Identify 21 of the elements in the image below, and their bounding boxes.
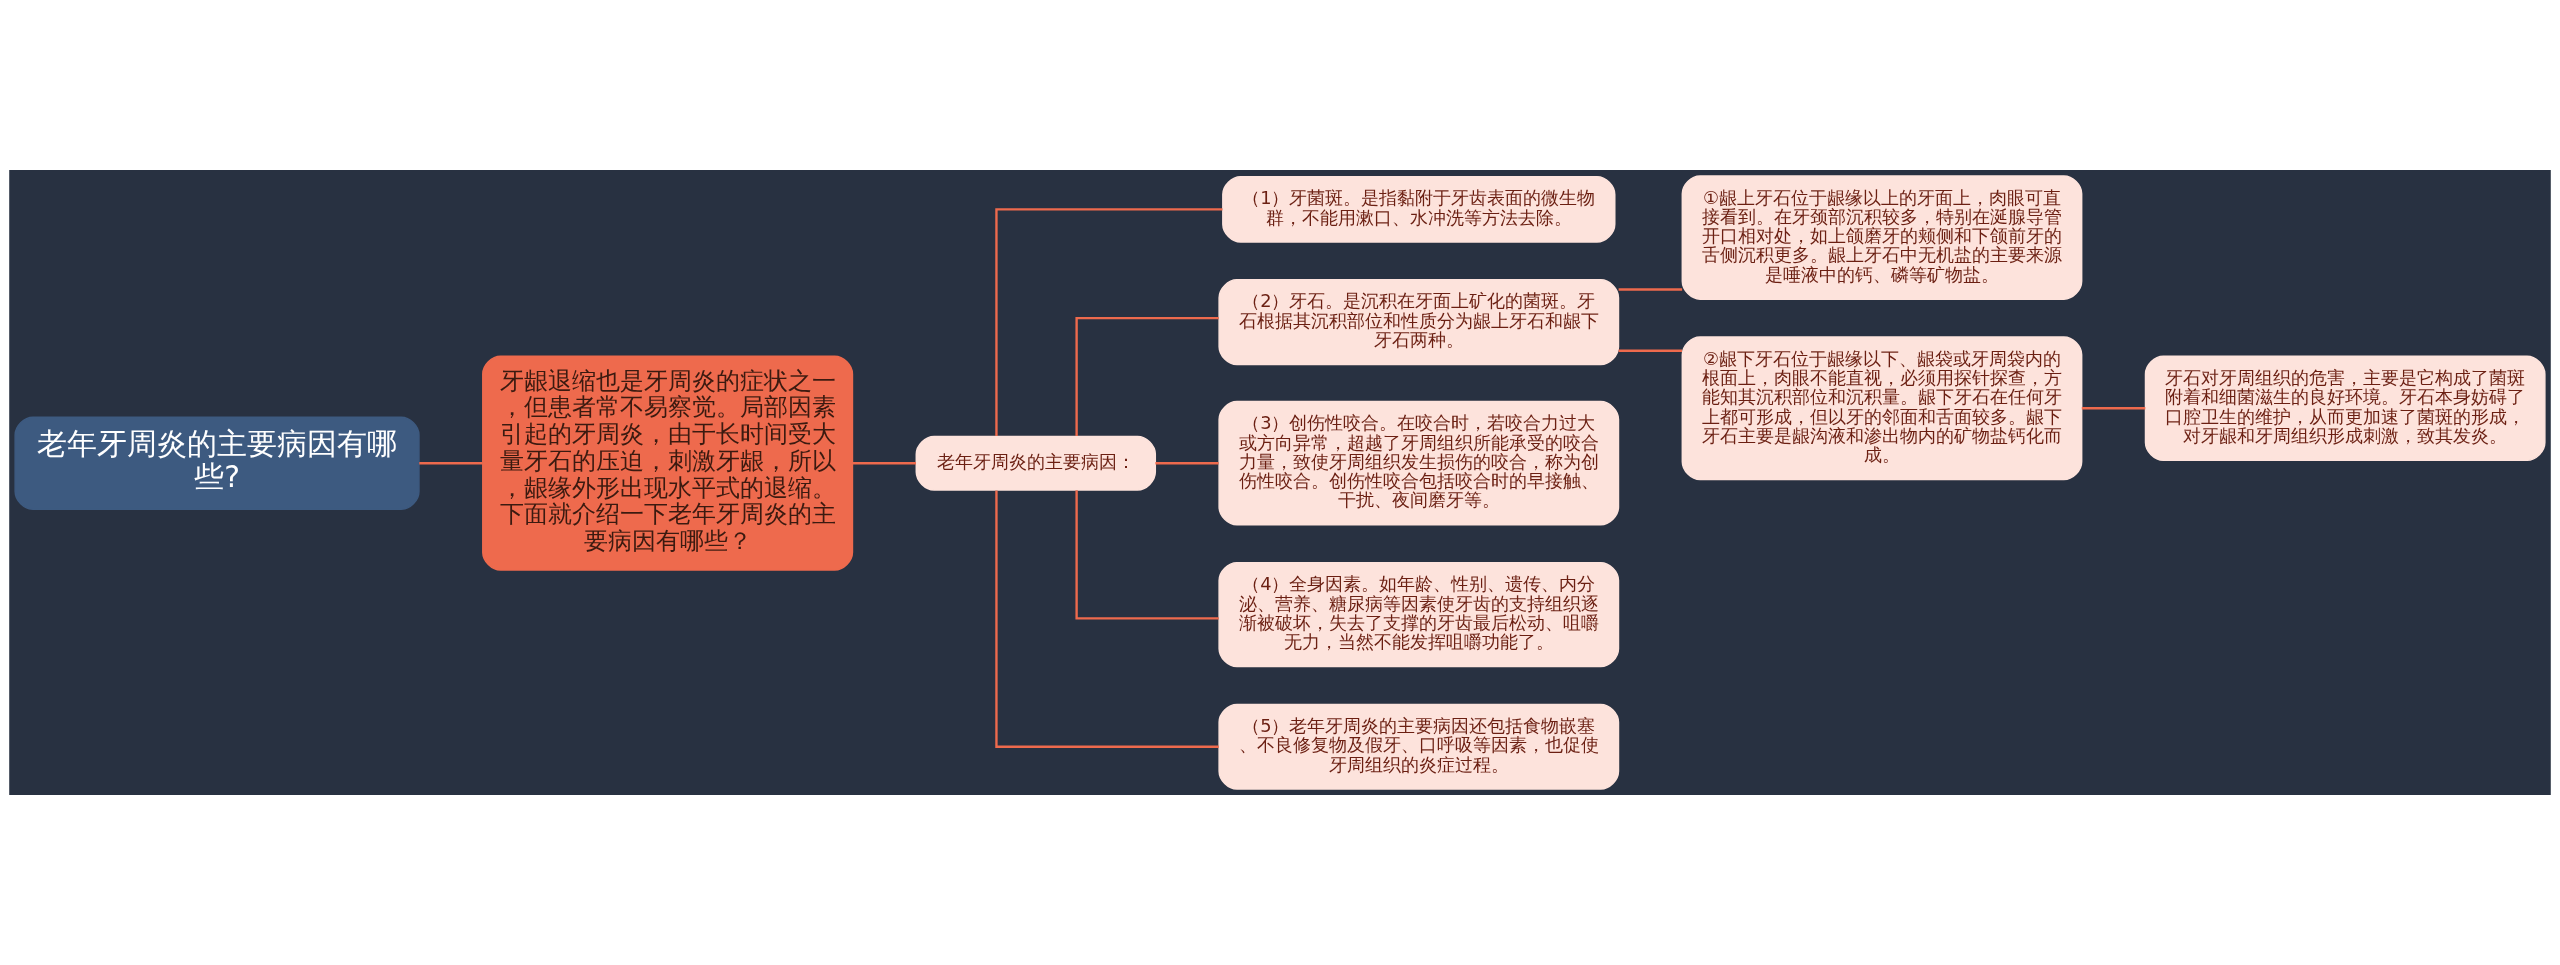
- connector: [852, 462, 916, 465]
- node-box: （5）老年牙周炎的主要病因还包括食物嵌塞、不良修复物及假牙、口呼吸等因素，也促使牙周组织的炎症过程。: [1218, 703, 1620, 790]
- node-box: 牙石对牙周组织的危害，主要是它构成了菌斑附着和细菌滋生的良好环境。牙石本身妨碍了口腔卫生的维护，从而更加速了菌斑的形成，对牙龈和牙周组织形成刺激，致其发炎。: [2144, 355, 2546, 461]
- node-box: （3）创伤性咬合。在咬合时，若咬合力过大或方向异常，超越了牙周组织所能承受的咬合力量，致使牙周组织发生损伤的咬合，称为创伤性咬合。创伤性咬合包括咬合时的早接触、干扰、夜间磨牙等。: [1218, 400, 1620, 526]
- connector: [1155, 462, 1219, 465]
- connector: [419, 462, 483, 465]
- connector: [1618, 288, 1683, 291]
- connector: [2081, 407, 2146, 410]
- connector: [995, 490, 1219, 748]
- node-box: （1）牙菌斑。是指黏附于牙齿表面的微生物群，不能用漱口、水冲洗等方法去除。: [1222, 175, 1616, 243]
- node-box: 老年牙周炎的主要病因有哪些?: [14, 416, 420, 510]
- node-box: ②龈下牙石位于龈缘以下、龈袋或牙周袋内的根面上，肉眼不能直视，必须用探针探查，方能知其沉积部位和沉积量。龈下牙石在任何牙上都可形成，但以牙的邻面和舌面较多。龈下牙石主要是龈沟液和渗出物内的矿物盐钙化而成。: [1681, 336, 2083, 481]
- node-box: 老年牙周炎的主要病因：: [915, 435, 1157, 491]
- connector: [1075, 490, 1219, 620]
- node-box: 牙龈退缩也是牙周炎的症状之一，但患者常不易察觉。局部因素引起的牙周炎，由于长时间受大量牙石的压迫，刺激牙龈，所以，龈缘外形出现水平式的退缩。下面就介绍一下老年牙周炎的主要病因有哪些？: [482, 355, 854, 571]
- node-box: （2）牙石。是沉积在牙面上矿化的菌斑。牙石根据其沉积部位和性质分为龈上牙石和龈下牙石两种。: [1218, 279, 1620, 366]
- connector: [1618, 349, 1683, 352]
- node-box: （4）全身因素。如年龄、性别、遗传、内分泌、营养、糖尿病等因素使牙齿的支持组织逐渐被破坏，失去了支撑的牙齿最后松动、咀嚼无力，当然不能发挥咀嚼功能了。: [1218, 561, 1620, 668]
- connector: [1075, 316, 1219, 436]
- node-box: ①龈上牙石位于龈缘以上的牙面上，肉眼可直接看到。在牙颈部沉积较多，特别在涎腺导管开口相对处，如上颌磨牙的颊侧和下颌前牙的舌侧沉积更多。龈上牙石中无机盐的主要来源是唾液中的钙、磷等矿物盐。: [1681, 175, 2083, 300]
- connector: [995, 208, 1223, 437]
